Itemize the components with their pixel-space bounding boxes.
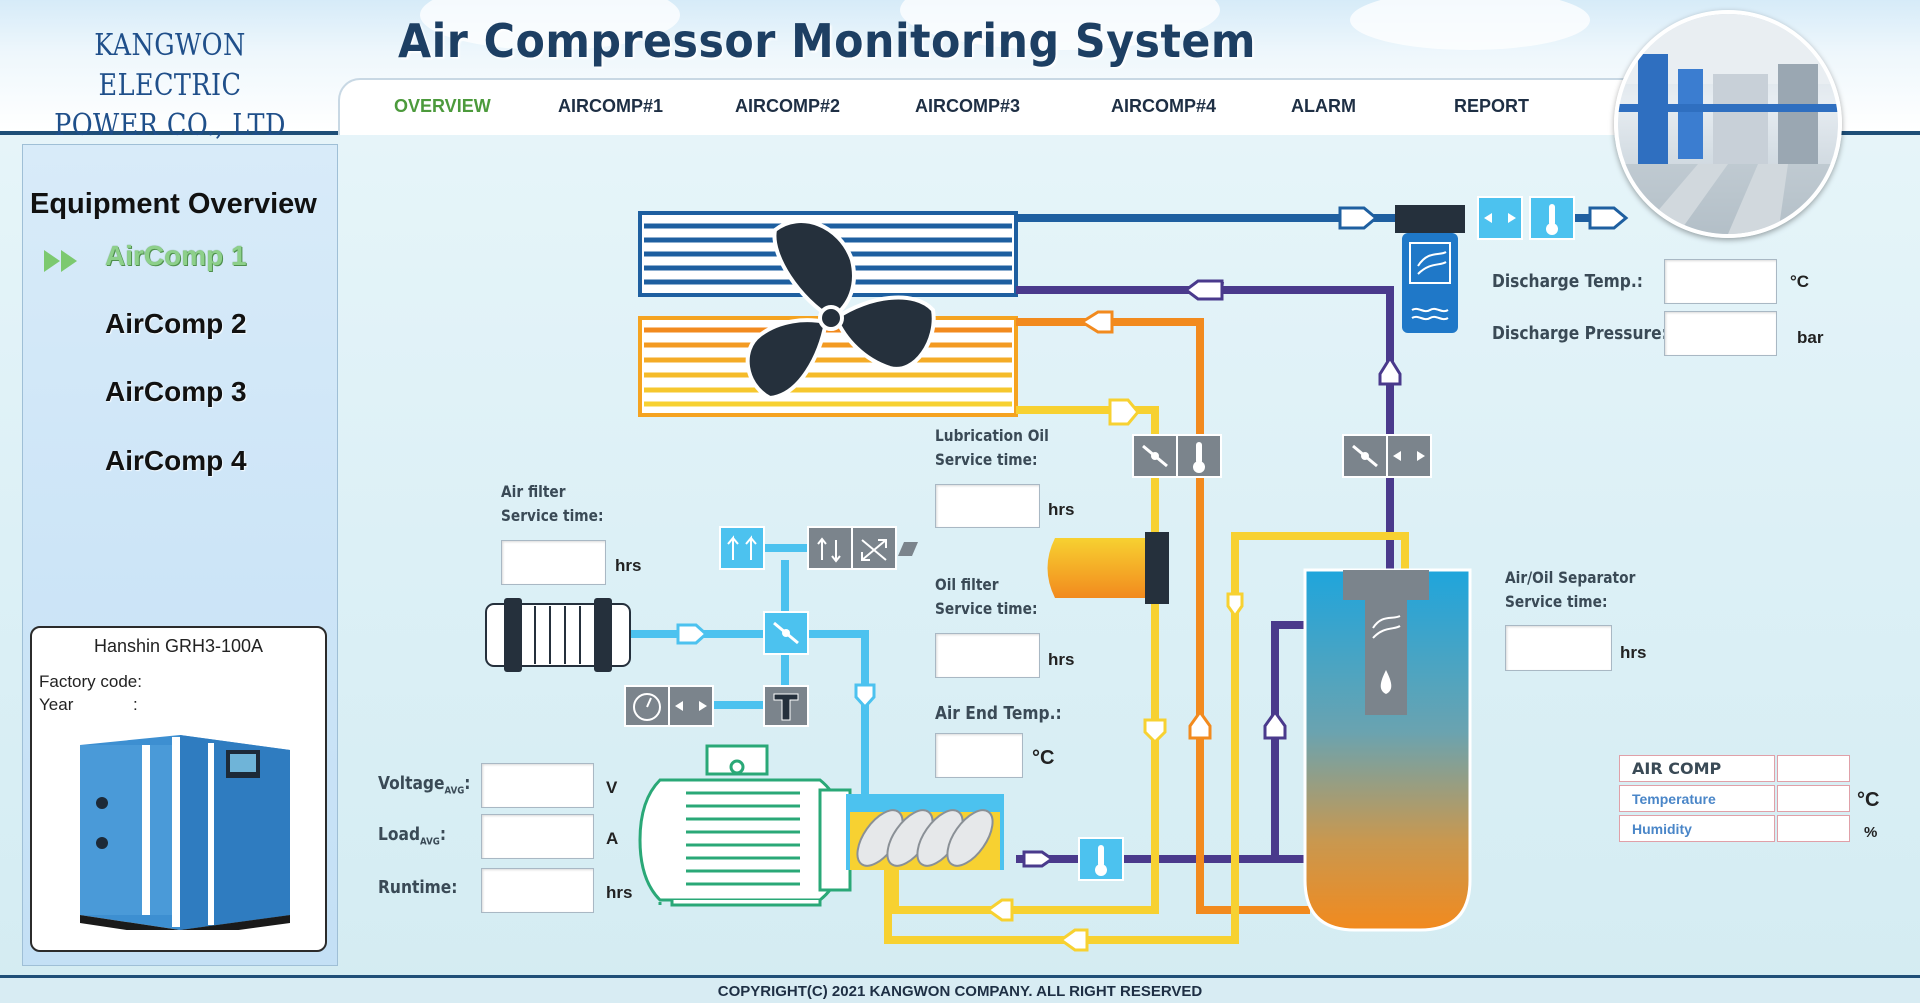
cloud-decoration xyxy=(1350,0,1590,50)
tab-aircomp-3[interactable]: AIRCOMP#3 xyxy=(915,96,1021,116)
air-filter-icon xyxy=(485,598,631,672)
tab-report[interactable]: REPORT xyxy=(1454,96,1530,116)
year-label: Year xyxy=(39,695,74,714)
nav-bar xyxy=(338,78,1630,135)
discharge-temp-label: Discharge Temp.: xyxy=(1492,271,1643,292)
load-value xyxy=(481,814,594,859)
discharge-temp-value xyxy=(1664,259,1777,304)
flow-arrows xyxy=(676,206,1629,952)
discharge-pressure-unit: bar xyxy=(1797,328,1824,347)
lub-oil-service-time-value xyxy=(935,484,1040,528)
runtime-label: Runtime: xyxy=(378,877,458,898)
voltage-subscript: AVG xyxy=(444,785,465,797)
air-end-temp-unit: °C xyxy=(1032,747,1055,769)
lub-oil-unit: hrs xyxy=(1048,500,1075,519)
load-label-text: Load xyxy=(378,824,421,845)
copyright-footer: COPYRIGHT(C) 2021 KANGWON COMPANY. ALL R… xyxy=(717,983,1203,1000)
tab-overview[interactable]: OVERVIEW xyxy=(394,96,491,116)
air-oil-separator-tank xyxy=(1303,568,1472,932)
air-end-temp-value xyxy=(935,733,1023,778)
cooling-fan-icon xyxy=(745,219,936,401)
oil-filter-label-1: Oil filter xyxy=(935,575,999,594)
separator-unit: hrs xyxy=(1620,643,1647,662)
oil-cooler xyxy=(638,316,1018,417)
page-title: Air Compressor Monitoring System xyxy=(398,14,1256,68)
room-humidity-label: Humidity xyxy=(1619,815,1775,842)
voltage-value xyxy=(481,763,594,808)
sidebar-title: Equipment Overview xyxy=(30,188,317,220)
load-unit: A xyxy=(606,829,619,848)
company-name-line2: ELECTRIC POWER CO., LTD xyxy=(54,68,286,143)
runtime-value xyxy=(481,868,594,913)
room-temperature-label: Temperature xyxy=(1619,785,1775,812)
voltage-unit: V xyxy=(606,778,618,797)
air-filter-service-time-value xyxy=(501,540,606,585)
footer-bar xyxy=(0,975,1920,1003)
header xyxy=(0,0,1920,135)
air-filter-label-2: Service time: xyxy=(501,506,604,525)
sidebar-item-aircomp-4[interactable]: AirComp 4 xyxy=(105,445,247,476)
room-temperature-value xyxy=(1777,785,1850,812)
room-humidity-unit: % xyxy=(1864,824,1878,841)
lub-oil-label-2: Service time: xyxy=(935,450,1038,469)
sidebar-item-aircomp-3[interactable]: AirComp 3 xyxy=(105,376,247,407)
facility-photo xyxy=(1614,10,1842,238)
intake-sensors xyxy=(624,526,1124,881)
tab-aircomp-4[interactable]: AIRCOMP#4 xyxy=(1111,96,1217,116)
tab-alarm[interactable]: ALARM xyxy=(1291,96,1356,116)
lub-oil-label-1: Lubrication Oil xyxy=(935,426,1049,445)
discharge-temp-unit: °C xyxy=(1790,272,1810,291)
discharge-pressure-label: Discharge Pressure: xyxy=(1492,323,1668,344)
room-humidity-value xyxy=(1777,815,1850,842)
compressor-product-image xyxy=(80,735,290,930)
air-end-temp-label: Air End Temp.: xyxy=(935,703,1062,724)
load-colon: : xyxy=(439,824,447,845)
voltage-colon: : xyxy=(464,773,471,794)
separator-label-2: Service time: xyxy=(1505,592,1608,611)
discharge-sensors xyxy=(1395,196,1575,333)
oil-filter-service-time-value xyxy=(935,633,1040,678)
sidebar-item-aircomp-2[interactable]: AirComp 2 xyxy=(105,308,247,339)
load-subscript: AVG xyxy=(420,836,440,848)
voltage-label: VoltageAVG: xyxy=(378,772,470,804)
tab-aircomp-1[interactable]: AIRCOMP#1 xyxy=(558,96,664,116)
oil-filter-label-2: Service time: xyxy=(935,599,1038,618)
air-filter-unit: hrs xyxy=(615,556,642,575)
year-colon: : xyxy=(133,695,138,714)
motor-icon xyxy=(638,744,852,907)
separator-service-time-value xyxy=(1505,625,1612,671)
tab-aircomp-2[interactable]: AIRCOMP#2 xyxy=(735,96,841,116)
screw-air-end-icon xyxy=(846,794,1004,870)
sidebar-item-aircomp-1[interactable]: AirComp 1 xyxy=(105,240,247,271)
air-filter-label-1: Air filter xyxy=(501,482,566,501)
company-name-line1: KANGWON xyxy=(94,28,246,63)
oil-valve-sensors xyxy=(1132,434,1432,478)
runtime-unit: hrs xyxy=(606,883,633,902)
company-logo: KANGWON ELECTRIC POWER CO., LTD xyxy=(43,26,298,146)
separator-label-1: Air/Oil Separator xyxy=(1505,568,1636,587)
fast-forward-icon xyxy=(44,250,77,272)
equipment-model: Hanshin GRH3-100A xyxy=(93,636,264,656)
oil-filter-icon xyxy=(1047,532,1169,604)
room-title-value xyxy=(1777,755,1850,782)
oil-filter-unit: hrs xyxy=(1048,650,1075,669)
load-label: LoadAVG: xyxy=(378,823,446,855)
voltage-label-text: Voltage xyxy=(378,773,445,794)
room-temperature-unit: °C xyxy=(1857,789,1880,811)
factory-code-label: Factory code: xyxy=(39,672,142,691)
discharge-pressure-value xyxy=(1664,311,1777,356)
room-title: AIR COMP ROOM xyxy=(1619,755,1775,804)
